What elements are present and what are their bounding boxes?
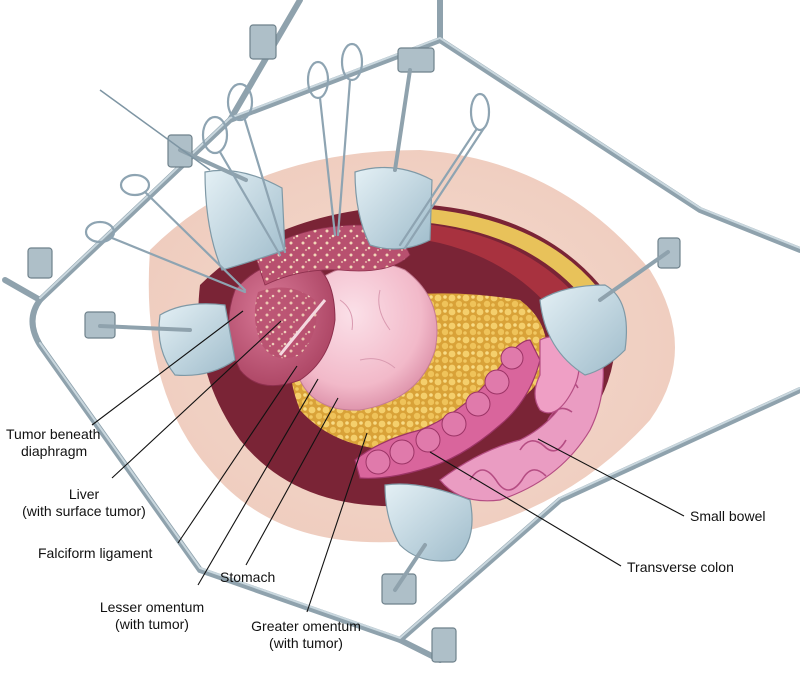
label-line: Greater omentum [251, 618, 361, 634]
falciform-ligament-shape [278, 299, 327, 356]
label-falciform-ligament: Falciform ligament [38, 545, 152, 562]
label-line: Falciform ligament [38, 545, 153, 561]
label-line: Stomach [220, 569, 276, 585]
label-tumor-beneath-diaphragm: Tumor beneath diaphragm [6, 426, 100, 460]
label-stomach: Stomach [220, 569, 275, 586]
label-liver: Liver (with surface tumor) [4, 486, 164, 520]
label-line: Tumor beneath [6, 426, 101, 442]
label-small-bowel: Small bowel [690, 508, 765, 525]
label-line: (with tumor) [115, 616, 189, 632]
label-lesser-omentum: Lesser omentum (with tumor) [82, 599, 222, 633]
label-greater-omentum: Greater omentum (with tumor) [236, 618, 376, 652]
leader-lines [91, 310, 685, 613]
label-line: (with surface tumor) [22, 503, 146, 519]
label-line: diaphragm [21, 443, 88, 459]
label-transverse-colon: Transverse colon [627, 559, 734, 576]
hemostat-forceps [84, 42, 491, 294]
label-line: Liver [68, 486, 100, 502]
label-line: Transverse colon [627, 559, 734, 575]
label-line: Small bowel [690, 508, 766, 524]
retractor-frame [2, 0, 800, 663]
label-line: (with tumor) [269, 635, 343, 651]
transverse-colon-shape [354, 339, 541, 479]
incision-muscle-rim [425, 224, 580, 320]
retractor-blades [158, 166, 628, 562]
label-line: Lesser omentum [99, 599, 205, 615]
